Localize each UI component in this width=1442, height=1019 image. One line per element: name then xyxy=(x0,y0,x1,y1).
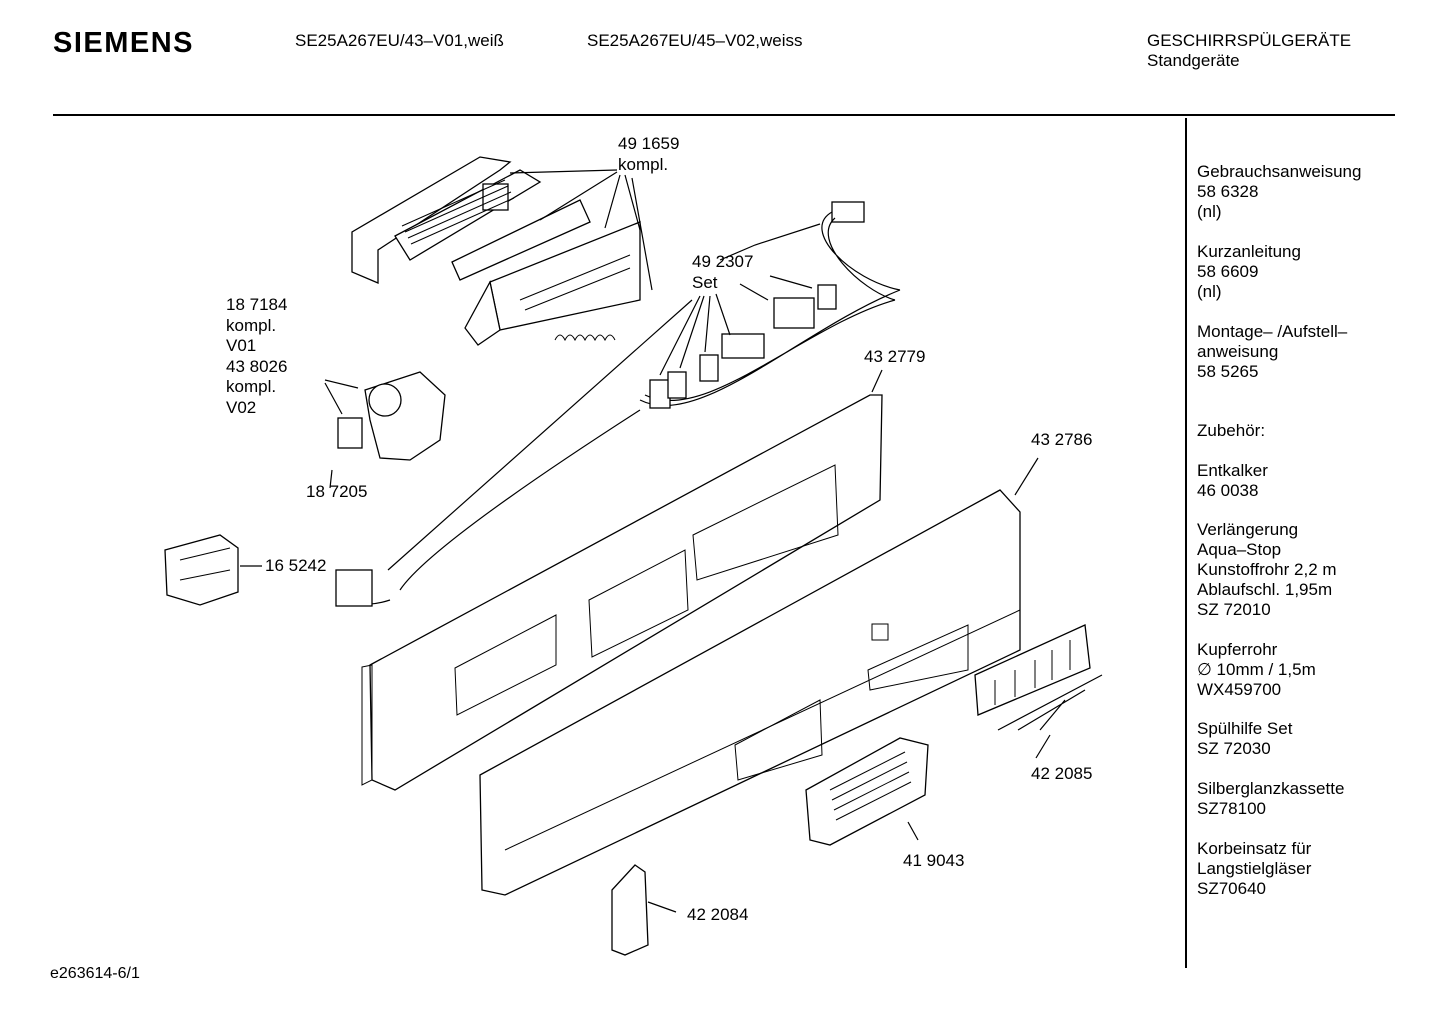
sidebar-block-gebrauchsanweisung: Gebrauchsanweisung 58 6328 (nl) xyxy=(1197,162,1361,222)
sidebar-text: Kurzanleitung xyxy=(1197,242,1301,261)
part-number: 18 7184 xyxy=(226,295,288,314)
part-label-187205: 18 7205 xyxy=(306,482,368,501)
sidebar-text: (nl) xyxy=(1197,282,1222,301)
sidebar-block-verlaengerung: Verlängerung Aqua–Stop Kunstoffrohr 2,2 … xyxy=(1197,520,1337,620)
category: GESCHIRRSPÜLGERÄTE Standgeräte xyxy=(1147,31,1351,71)
sidebar-block-zubehoer: Zubehör: xyxy=(1197,421,1265,441)
category-title: GESCHIRRSPÜLGERÄTE xyxy=(1147,31,1352,50)
part-note: kompl. xyxy=(226,315,277,335)
sidebar-text: Montage– /Aufstell– xyxy=(1197,322,1348,341)
part-label-422085: 42 2085 xyxy=(1031,764,1093,783)
sidebar-text: 58 6328 xyxy=(1197,182,1259,201)
part-label-422084: 42 2084 xyxy=(687,905,749,924)
sidebar-text: Kupferrohr xyxy=(1197,640,1278,659)
siemens-logo: SIEMENS xyxy=(53,27,195,59)
pump-valve-drawing xyxy=(337,371,446,461)
sidebar-text: ∅ 10mm / 1,5m xyxy=(1197,660,1316,679)
dispenser-drawing xyxy=(805,737,929,846)
sidebar-text: Korbeinsatz für xyxy=(1197,839,1312,858)
sidebar-text: WX459700 xyxy=(1197,680,1282,699)
sidebar-text: SZ70640 xyxy=(1197,879,1266,898)
sidebar-text: Silberglanzkassette xyxy=(1197,779,1345,798)
part-number: 49 2307 xyxy=(692,252,754,271)
drawing-reference: e263614-6/1 xyxy=(50,965,140,982)
sidebar-block-spuelhilfe: Spülhilfe Set SZ 72030 xyxy=(1197,719,1292,759)
switch-drawing xyxy=(164,534,239,606)
part-note: V02 xyxy=(226,397,257,417)
sidebar-block-silberglanz: Silberglanzkassette SZ78100 xyxy=(1197,779,1344,819)
part-label-419043: 41 9043 xyxy=(903,851,965,870)
model-v01: SE25A267EU/43–V01,weiß xyxy=(295,31,504,50)
category-subtitle: Standgeräte xyxy=(1147,51,1240,70)
sidebar-text: Spülhilfe Set xyxy=(1197,719,1293,738)
part-label-492307: 49 2307 Set xyxy=(692,252,753,293)
sidebar-text: 58 5265 xyxy=(1197,362,1259,381)
part-number: 43 8026 xyxy=(226,356,288,376)
sidebar-text: (nl) xyxy=(1197,202,1222,221)
panel-frame-drawing xyxy=(361,394,883,791)
sidebar-text: anweisung xyxy=(1197,342,1279,361)
part-note: kompl. xyxy=(618,154,669,174)
sidebar-text: Kunstoffrohr 2,2 m xyxy=(1197,560,1337,579)
part-label-432786: 43 2786 xyxy=(1031,430,1093,449)
sidebar-text: SZ 72030 xyxy=(1197,739,1271,758)
sidebar-text: SZ 72010 xyxy=(1197,600,1271,619)
sidebar-block-entkalker: Entkalker 46 0038 xyxy=(1197,461,1268,501)
sidebar-text: 58 6609 xyxy=(1197,262,1259,281)
part-label-165242: 16 5242 xyxy=(265,556,327,575)
sidebar-text: Aqua–Stop xyxy=(1197,540,1282,559)
sidebar-text: Entkalker xyxy=(1197,461,1268,480)
sidebar-text: Gebrauchsanweisung xyxy=(1197,162,1362,181)
part-label-432779: 43 2779 xyxy=(864,347,926,366)
part-note: Set xyxy=(692,272,718,292)
sidebar-text: Verlängerung xyxy=(1197,520,1299,539)
header-divider xyxy=(53,114,1395,116)
sidebar-divider xyxy=(1185,118,1187,968)
sidebar-text: Zubehör: xyxy=(1197,421,1266,440)
part-note: V01 xyxy=(226,336,257,355)
part-number: 49 1659 xyxy=(618,134,680,153)
buttons-drawing xyxy=(974,624,1091,716)
part-label-491659: 49 1659 kompl. xyxy=(618,134,679,175)
sidebar-text: Ablaufschl. 1,95m xyxy=(1197,580,1333,599)
sidebar-text: SZ78100 xyxy=(1197,799,1266,818)
sidebar-block-kupferrohr: Kupferrohr ∅ 10mm / 1,5m WX459700 xyxy=(1197,640,1316,700)
sidebar-text: 46 0038 xyxy=(1197,481,1259,500)
model-v02: SE25A267EU/45–V02,weiss xyxy=(587,31,803,50)
leader-lines xyxy=(240,169,1103,913)
cable-harness-drawing xyxy=(335,201,901,607)
sidebar-block-korbeinsatz: Korbeinsatz für Langstielgläser SZ70640 xyxy=(1197,839,1311,899)
sidebar-block-montage: Montage– /Aufstell– anweisung 58 5265 xyxy=(1197,322,1347,382)
control-module-drawing xyxy=(351,156,641,346)
part-note: kompl. xyxy=(226,377,277,396)
handle-drawing xyxy=(611,864,649,956)
sidebar-block-kurzanleitung: Kurzanleitung 58 6609 (nl) xyxy=(1197,242,1301,302)
front-panel-drawing xyxy=(479,489,1021,896)
part-label-187184: 18 7184 kompl. V01 43 8026 kompl. V02 xyxy=(226,295,287,418)
sidebar-text: Langstielgläser xyxy=(1197,859,1312,878)
